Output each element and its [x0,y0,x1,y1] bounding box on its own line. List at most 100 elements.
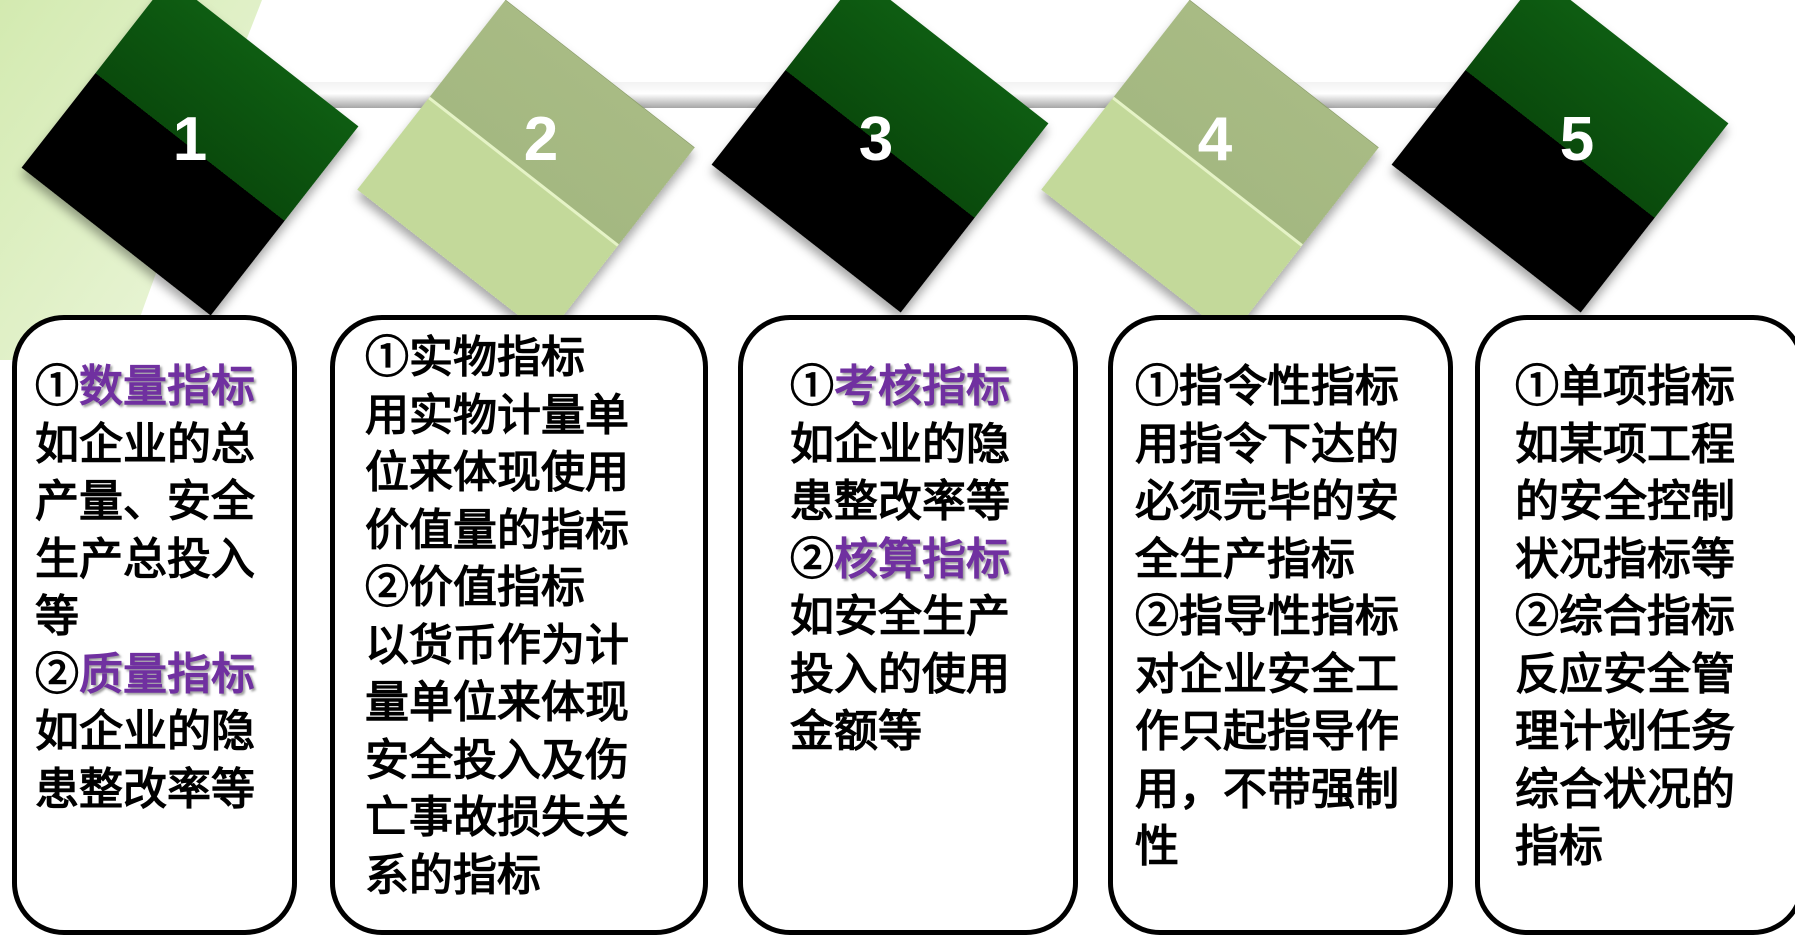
text-segment: 产量、安全 [35,476,255,527]
text-segment: 等 [35,591,79,642]
text-segment: ①指令性指标 [1135,361,1399,412]
text-segment: 用，不带强制 [1135,763,1399,815]
description-line: 性 [1135,818,1399,876]
description-line: 必须完毕的安 [1135,473,1399,531]
step-2-number: 2 [523,105,559,174]
description-line: 用，不带强制 [1135,761,1399,819]
description-line: 对企业安全工 [1135,646,1399,704]
description-line: 产量、安全 [35,473,255,531]
text-segment: ②指导性指标 [1135,591,1399,642]
description-line: ②核算指标 [790,531,1010,589]
step-5-card [1475,315,1795,935]
description-line: 全生产指标 [1135,531,1399,589]
text-segment: 以货币作为计 [365,619,629,671]
description-line: ②质量指标 [35,646,255,704]
text-segment: 位来体现使用 [365,447,629,498]
text-segment: ① [35,361,79,412]
text-segment: ①单项指标 [1515,361,1735,412]
text-segment: 量单位来体现 [365,677,629,728]
text-segment: 亡事故损失关 [365,792,629,843]
text-segment: 状况指标等 [1515,533,1735,585]
text-segment: ② [35,648,79,700]
text-segment: 综合状况的 [1515,763,1735,815]
text-segment: 必须完毕的安 [1135,476,1399,527]
highlighted-term: 数量指标 [79,361,255,412]
highlighted-term: 核算指标 [834,533,1010,585]
description-line: 反应安全管 [1515,646,1735,704]
description-line: 指标 [1515,818,1735,876]
description-line: ②价值指标 [365,559,629,617]
text-segment: 性 [1135,821,1179,872]
description-line: 投入的使用 [790,646,1010,704]
text-segment: 金额等 [790,706,922,757]
text-segment: 用指令下达的 [1135,418,1399,470]
description-line: 量单位来体现 [365,674,629,732]
description-line: 亡事故损失关 [365,789,629,847]
description-line: 状况指标等 [1515,531,1735,589]
step-5-description: ①单项指标如某项工程的安全控制状况指标等 ②综合指标反应安全管理计划任务综合状况的… [1515,358,1735,876]
text-segment: 患整改率等 [35,763,255,815]
text-segment: 生产总投入 [35,533,255,585]
text-segment: 作只起指导作 [1135,706,1399,757]
description-line: 如某项工程 [1515,416,1735,474]
step-3-number: 3 [858,105,894,174]
step-1-card [12,315,297,935]
description-line: 价值量的指标 [365,502,629,560]
description-line: 如安全生产 [790,588,1010,646]
description-line: 生产总投入 [35,531,255,589]
text-segment: 如企业的总 [35,418,255,470]
text-segment: ②综合指标 [1515,591,1735,642]
description-line: 如企业的隐 [790,416,1010,474]
text-segment: 用实物计量单 [365,389,629,441]
description-line: 患整改率等 [790,473,1010,531]
description-line: 金额等 [790,703,1010,761]
text-segment: 全生产指标 [1135,533,1355,585]
text-segment: ② [790,533,834,585]
description-line: 的安全控制 [1515,473,1735,531]
description-line: 位来体现使用 [365,444,629,502]
step-3-card [738,315,1078,935]
text-segment: 价值量的指标 [365,504,629,556]
description-line: 理计划任务 [1515,703,1735,761]
description-line: 患整改率等 [35,761,255,819]
step-4-card [1108,315,1453,935]
description-line: 如企业的隐 [35,703,255,761]
step-4-number: 4 [1197,105,1233,174]
text-segment: 系的指标 [365,849,541,901]
text-segment: 指标 [1515,821,1603,872]
step-2-description: ①实物指标用实物计量单位来体现使用价值量的指标 ②价值指标以货币作为计量单位来体现… [365,329,629,904]
description-line: ②综合指标 [1515,588,1735,646]
text-segment: 如企业的隐 [790,418,1010,470]
description-line: 等 [35,588,255,646]
text-segment: ②价值指标 [365,562,585,613]
highlighted-term: 质量指标 [79,648,255,700]
description-line: ①单项指标 [1515,358,1735,416]
text-segment: 安全投入及伤 [365,734,629,786]
step-1-number: 1 [172,105,208,174]
description-line: ①考核指标 [790,358,1010,416]
text-segment: 患整改率等 [790,476,1010,527]
description-line: ①实物指标 [365,329,629,387]
step-5-number: 5 [1559,105,1595,174]
description-line: 系的指标 [365,847,629,905]
text-segment: 如安全生产 [790,591,1010,642]
text-segment: 反应安全管 [1515,648,1735,700]
step-4-description: ①指令性指标用指令下达的必须完毕的安全生产指标 ②指导性指标对企业安全工作只起指导… [1135,358,1399,876]
description-line: 作只起指导作 [1135,703,1399,761]
text-segment: ① [790,361,834,412]
text-segment: ①实物指标 [365,332,585,383]
text-segment: 理计划任务 [1515,706,1735,757]
description-line: 用指令下达的 [1135,416,1399,474]
text-segment: 如某项工程 [1515,418,1735,470]
text-segment: 的安全控制 [1515,476,1735,527]
step-2-card [330,315,708,935]
description-line: 用实物计量单 [365,387,629,445]
description-line: ①数量指标 [35,358,255,416]
description-line: 以货币作为计 [365,617,629,675]
description-line: ①指令性指标 [1135,358,1399,416]
text-segment: 如企业的隐 [35,706,255,757]
description-line: ②指导性指标 [1135,588,1399,646]
description-line: 安全投入及伤 [365,732,629,790]
